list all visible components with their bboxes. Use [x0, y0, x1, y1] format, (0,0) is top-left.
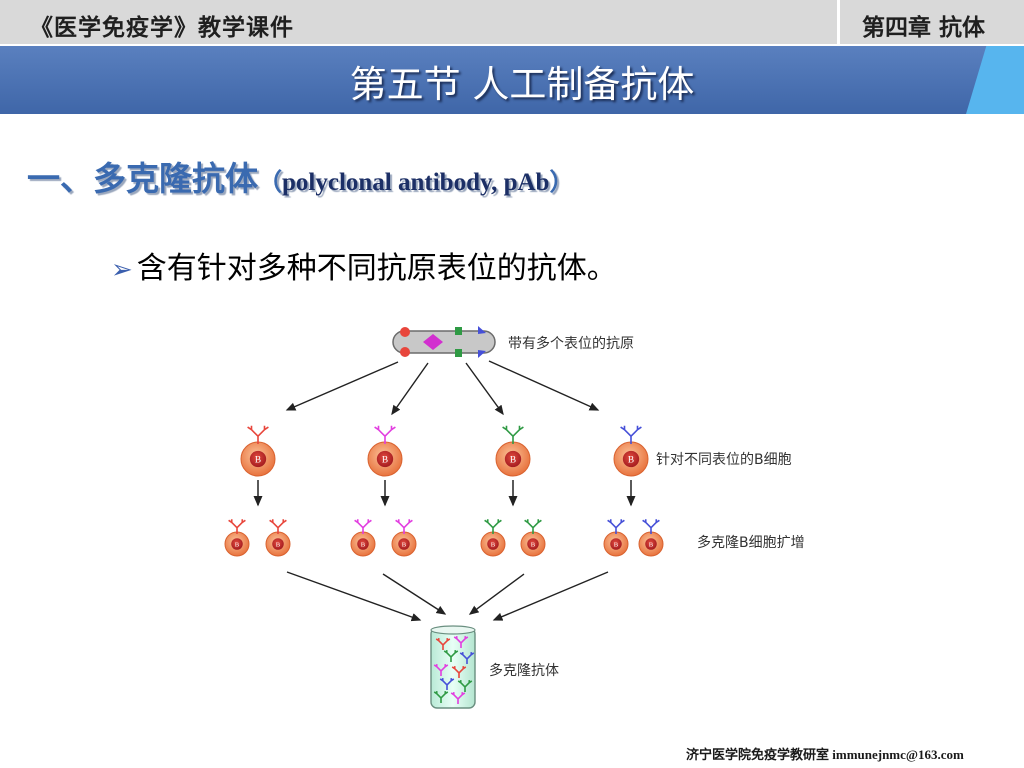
epitope-green-2: [455, 349, 462, 357]
epitope-green: [455, 327, 462, 335]
cell-letter: B: [531, 542, 536, 549]
expanded-cell-1-1-antibody: [229, 519, 246, 534]
tube-label: 多克隆抗体: [489, 662, 559, 679]
cell-letter: B: [510, 456, 516, 466]
b-cell-1: B: [241, 442, 275, 476]
test-tube: [431, 626, 475, 708]
epitope-blue: [478, 326, 486, 334]
cell-letter: B: [255, 456, 261, 466]
cell-letter: B: [649, 542, 654, 549]
b-cell-1-antibody: [248, 426, 269, 444]
expanded-cell-1-2: B: [266, 532, 290, 556]
expanded-cell-3-1-antibody: [485, 519, 502, 534]
expanded-cell-1-2-antibody: [270, 519, 287, 534]
expanded-cell-4-1-antibody: [608, 519, 625, 534]
expanded-cell-3-2-antibody: [525, 519, 542, 534]
expanded-cell-4-2: B: [639, 532, 663, 556]
expanded-cell-3-1: B: [481, 532, 505, 556]
cell-letter: B: [276, 542, 281, 549]
expanded-cell-3-2: B: [521, 532, 545, 556]
expanded-cell-2-2-antibody: [396, 519, 413, 534]
antigen-arrows: [287, 361, 598, 414]
footer-credit: 济宁医学院免疫学教研室 immunejnmc@163.com: [686, 744, 964, 763]
b-cell-4-antibody: [621, 426, 642, 444]
antigen-label: 带有多个表位的抗原: [508, 335, 634, 352]
b-cell-4: B: [614, 442, 648, 476]
epitope-red-2: [400, 347, 410, 357]
cell-letter: B: [402, 542, 407, 549]
b-cell-3: B: [496, 442, 530, 476]
cell-letter: B: [382, 456, 388, 466]
epitope-red: [400, 327, 410, 337]
antigen: [393, 326, 495, 358]
cell-letter: B: [491, 542, 496, 549]
expanded-cell-4-2-antibody: [643, 519, 660, 534]
expanded-cell-2-1-antibody: [355, 519, 372, 534]
expansion-label: 多克隆B细胞扩增: [697, 534, 805, 551]
cell-letter: B: [235, 542, 240, 549]
b-cell-2-antibody: [375, 426, 396, 444]
epitope-blue-2: [478, 350, 486, 358]
b-cell-3-antibody: [503, 426, 524, 444]
b-cells: B B B B B B B B B B B B: [225, 426, 663, 556]
cell-letter: B: [628, 456, 634, 466]
expansion-arrows: [258, 480, 631, 505]
b-cell-2: B: [368, 442, 402, 476]
expanded-cell-1-1: B: [225, 532, 249, 556]
collection-arrows: [287, 572, 608, 620]
expanded-cell-2-2: B: [392, 532, 416, 556]
expanded-cell-2-1: B: [351, 532, 375, 556]
cell-letter: B: [614, 542, 619, 549]
cell-letter: B: [361, 542, 366, 549]
expanded-cell-4-1: B: [604, 532, 628, 556]
bcell-label: 针对不同表位的B细胞: [656, 452, 792, 468]
